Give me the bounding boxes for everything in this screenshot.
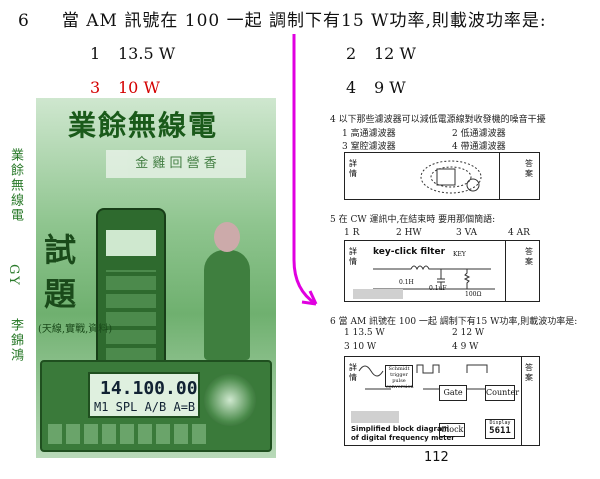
- tuning-knob: [204, 374, 256, 426]
- page-number: 112: [424, 450, 449, 465]
- clock-block: Clock: [439, 423, 465, 437]
- q6-option-4: 4 9 W: [452, 342, 479, 352]
- base-radio: 14.100.00 M1 SPL A/B A=B: [40, 360, 272, 452]
- question-text: 當 AM 訊號在 100 一起 調制下有15 W功率,則載波功率是:: [61, 11, 547, 31]
- inductor-label: 0.1H: [399, 279, 414, 286]
- side-author-code: GY: [6, 264, 21, 287]
- filter-label: key-click filter: [373, 247, 446, 257]
- cover-exam-text: 試題: [44, 231, 77, 313]
- q4-text: 4 以下那些濾波器可以減低電源線對收發機的噪音干擾: [330, 115, 546, 125]
- q5-panel: 詳 情 答 案 key-click filter KEY 0.1H 0.1uF …: [344, 240, 540, 302]
- lcd-frequency: 14.100.00: [100, 378, 198, 399]
- question-header: 6 當 AM 訊號在 100 一起 調制下有15 W功率,則載波功率是:: [18, 6, 547, 31]
- noise-diagram: [420, 160, 482, 194]
- cover-title: 業餘無線電: [68, 109, 219, 142]
- q5-option-4: 4 AR: [508, 228, 530, 238]
- lcd-mode: M1 SPL A/B A=B: [94, 400, 196, 414]
- resistor-label: 100Ω: [465, 291, 482, 298]
- waveform-lines: [358, 364, 488, 390]
- q5-text: 5 在 CW 運訊中,在結束時 要用那個簡語:: [330, 215, 496, 225]
- q5-option-1: 1 R: [344, 228, 360, 238]
- q4-panel: 詳 情 答 案: [344, 152, 540, 200]
- hint-label: 詳 情: [349, 159, 357, 178]
- q4-option-1: 1 高通濾波器: [342, 129, 396, 139]
- q5-option-3: 3 VA: [456, 228, 477, 238]
- q6-option-3: 3 10 W: [344, 342, 377, 352]
- answer-label: 答 案: [525, 159, 533, 178]
- capacitor-label: 0.1uF: [429, 285, 447, 292]
- q6-option-1: 1 13.5 W: [344, 328, 385, 338]
- gate-block: Gate: [439, 385, 467, 401]
- answer-mask: [353, 289, 403, 299]
- hint-label: 詳 情: [349, 247, 357, 266]
- answer-label: 答 案: [525, 363, 533, 382]
- q6-option-2: 2 12 W: [452, 328, 485, 338]
- q6-panel: 詳 情 答 案 Schmidt trigger pulse conversion…: [344, 356, 540, 446]
- schmitt-block: Schmidt trigger pulse conversion: [385, 365, 414, 390]
- q4-option-4: 4 帶通濾波器: [452, 142, 506, 152]
- q5-option-2: 2 HW: [396, 228, 422, 238]
- q4-option-3: 3 窒腔濾波器: [342, 142, 396, 152]
- answer-mask: [351, 411, 399, 423]
- person-figure: [204, 222, 250, 360]
- side-title: 業餘無線電: [8, 148, 23, 223]
- cover-note: (天線,實戰,資料): [38, 324, 113, 335]
- answer-label: 答 案: [525, 247, 533, 266]
- diagram-caption: Simplified block diagram of digital freq…: [351, 425, 455, 442]
- q4-option-2: 2 低通濾波器: [452, 129, 506, 139]
- key-label: KEY: [453, 251, 466, 258]
- display-block: Display 5611: [485, 419, 515, 439]
- counter-block: Counter: [485, 385, 519, 401]
- hint-label: 詳 情: [349, 363, 357, 382]
- book-cover: 業餘無線電 金 雞 回 營 香 試題 (天線,實戰,資料) 14.100.00 …: [36, 98, 276, 458]
- side-author: 李錦鴻: [8, 318, 23, 363]
- question-number: 6: [18, 11, 30, 31]
- q6-text: 6 當 AM 訊號在 100 一起 調制下有15 W功率,則載波功率是:: [330, 317, 578, 327]
- radio-lcd: 14.100.00 M1 SPL A/B A=B: [88, 372, 200, 418]
- cover-sign: 金 雞 回 營 香: [106, 150, 246, 178]
